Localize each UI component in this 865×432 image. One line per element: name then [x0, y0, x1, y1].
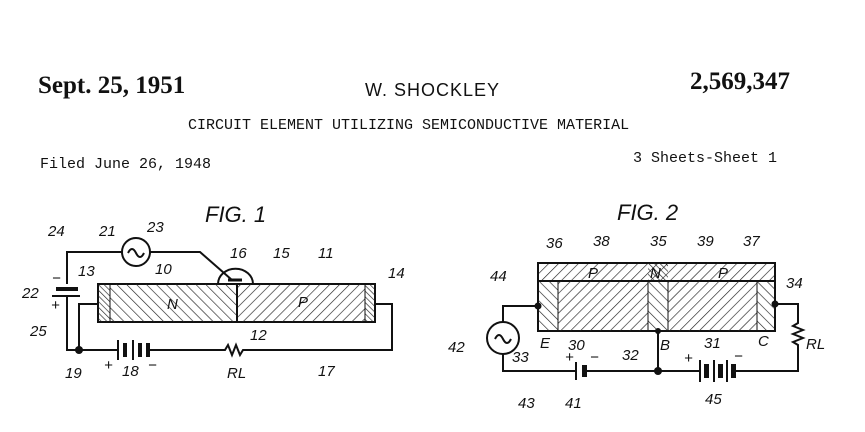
label-p2: P [718, 265, 728, 282]
label-n: N [650, 265, 661, 282]
label-44: 44 [490, 268, 507, 285]
wire-23 [66, 251, 233, 284]
label-41: 41 [565, 395, 582, 412]
label-minus-45: − [734, 348, 743, 365]
label-16: 16 [230, 245, 247, 262]
label-p: P [298, 294, 308, 311]
sheet-count: 3 Sheets-Sheet 1 [633, 150, 778, 167]
label-c: C [758, 333, 769, 350]
label-plus-18: + [104, 357, 113, 374]
label-42: 42 [448, 339, 465, 356]
p-region [237, 284, 365, 322]
inventor-name: W. SHOCKLEY [365, 80, 501, 100]
label-24: 24 [47, 223, 65, 240]
label-22: 22 [21, 285, 39, 302]
figure-1-title: FIG. 1 [205, 202, 266, 227]
patent-date: Sept. 25, 1951 [38, 72, 186, 99]
figure-2: FIG. 2 36 38 35 39 37 44 34 P N P 42 E 3… [448, 200, 825, 412]
label-19: 19 [65, 365, 82, 382]
patent-title: CIRCUIT ELEMENT UTILIZING SEMICONDUCTIVE… [188, 117, 630, 134]
sine-icon [494, 334, 512, 344]
label-15: 15 [273, 245, 290, 262]
label-25: 25 [29, 323, 47, 340]
label-e: E [540, 335, 551, 352]
label-plus-45: + [684, 350, 693, 367]
label-rl: RL [806, 336, 825, 353]
filed-date: Filed June 26, 1948 [40, 156, 212, 173]
label-n: N [167, 296, 178, 313]
base-node [654, 367, 662, 375]
n-region [110, 284, 237, 322]
wire-43 [502, 303, 806, 372]
contact-15 [217, 267, 254, 285]
figure-2-title: FIG. 2 [617, 200, 678, 225]
label-34: 34 [786, 275, 803, 292]
label-b: B [660, 337, 670, 354]
electrode-14 [364, 283, 376, 323]
ac-source-21 [121, 237, 151, 267]
base-region-32 [647, 280, 669, 332]
label-13: 13 [78, 263, 95, 280]
label-36: 36 [546, 235, 563, 252]
label-p1: P [588, 265, 598, 282]
label-30: 30 [568, 337, 585, 354]
ac-source-42 [486, 321, 520, 355]
label-45: 45 [705, 391, 722, 408]
region-30 [558, 281, 648, 331]
label-12: 12 [250, 327, 267, 344]
label-plus-41: + [565, 349, 574, 366]
label-rl: RL [227, 365, 246, 382]
label-37: 37 [743, 233, 760, 250]
label-33: 33 [512, 349, 529, 366]
node-19 [75, 346, 83, 354]
label-21: 21 [98, 223, 116, 240]
label-minus-18: − [148, 357, 157, 374]
battery-45 [699, 360, 736, 382]
sine-icon [127, 248, 145, 258]
label-35: 35 [650, 233, 667, 250]
battery-41 [575, 362, 587, 380]
label-32: 32 [622, 347, 639, 364]
n-zone-35 [648, 263, 668, 281]
label-39: 39 [697, 233, 714, 250]
label-31: 31 [704, 335, 721, 352]
label-23: 23 [146, 219, 164, 236]
label-minus: − [52, 270, 61, 287]
label-plus: + [51, 297, 60, 314]
electrode-13 [97, 283, 111, 323]
label-14: 14 [388, 265, 405, 282]
label-38: 38 [593, 233, 610, 250]
label-43: 43 [518, 395, 535, 412]
patent-number: 2,569,347 [690, 68, 790, 95]
battery-18 [117, 340, 150, 360]
label-17: 17 [318, 363, 335, 380]
label-18: 18 [122, 363, 139, 380]
region-31 [668, 281, 757, 331]
label-minus-41: − [590, 349, 599, 366]
wire-17 [66, 296, 393, 358]
label-11: 11 [318, 245, 334, 262]
label-10: 10 [155, 261, 172, 278]
figure-1: FIG. 1 24 21 23 16 15 11 13 10 14 22 − + [21, 202, 405, 382]
